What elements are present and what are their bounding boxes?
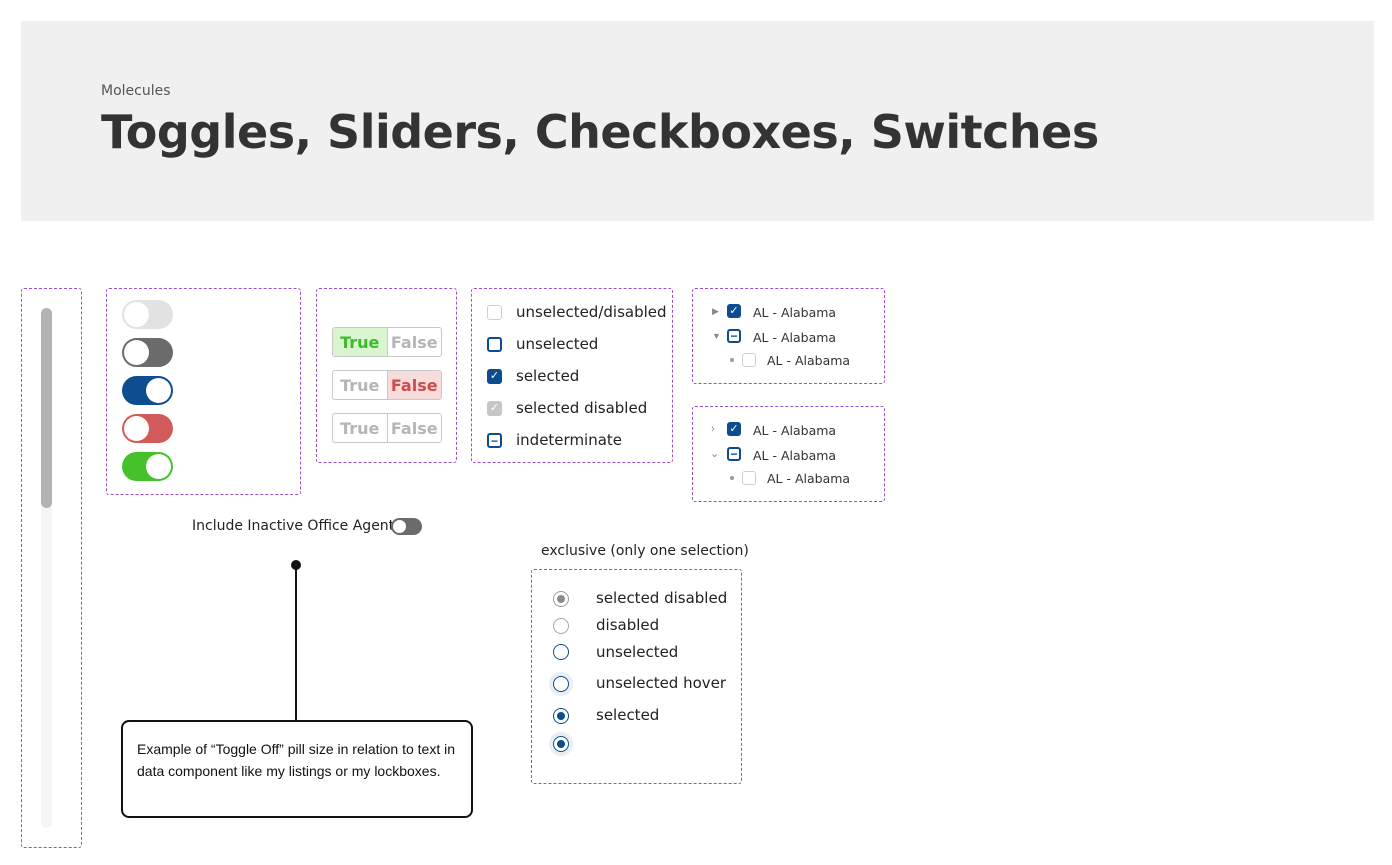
page-header: Molecules Toggles, Sliders, Checkboxes, … [21,21,1374,221]
toggle-knob [146,378,171,403]
inactive-agents-label: Include Inactive Office Agents [192,518,402,534]
page-subtitle: Molecules [101,83,171,99]
radio-panel [531,569,742,784]
radio-label: unselected [596,643,679,661]
tree-item-label: AL - Alabama [767,471,851,486]
false-option[interactable]: False [386,414,442,442]
false-option[interactable]: False [386,328,442,356]
tree-item-label: AL - Alabama [753,423,837,438]
radio-unselected[interactable] [553,644,569,660]
checkbox-selected[interactable]: ✓ [487,369,502,384]
radio-label: disabled [596,616,660,634]
chevron-down-icon[interactable]: ⌄ [710,448,720,460]
true-false-switch-true[interactable]: True False [332,327,442,357]
chevron-right-icon[interactable]: › [711,423,715,435]
tree-checkbox-selected[interactable]: ✓ [727,422,741,436]
radio-selected-disabled[interactable] [553,591,569,607]
check-icon: ✓ [729,422,739,435]
tree-checkbox-indeterminate[interactable]: − [727,329,741,343]
toggle-on[interactable] [122,376,173,405]
radio-disabled[interactable] [553,618,569,634]
true-false-switch-none[interactable]: True False [332,413,442,443]
checkbox-label: indeterminate [516,431,623,449]
checkbox-label: unselected [516,335,599,353]
radio-label: selected disabled [596,589,728,607]
radio-group-heading: exclusive (only one selection) [541,543,749,559]
checkbox-label: selected [516,367,580,385]
toggle-knob [146,454,171,479]
collapse-triangle-icon[interactable]: ▼ [712,331,721,341]
radio-label: selected [596,706,660,724]
tree-item-label: AL - Alabama [753,305,837,320]
tree-checkbox-selected[interactable]: ✓ [727,304,741,318]
toggle-knob [124,302,149,327]
checkbox-indeterminate[interactable]: − [487,433,502,448]
tree-item-label: AL - Alabama [753,448,837,463]
toggle-knob [124,416,149,441]
scrollbar-thumb[interactable] [41,308,52,508]
checkbox-selected-disabled[interactable]: ✓ [487,401,502,416]
checkbox-disabled[interactable] [487,305,502,320]
toggle-off[interactable] [122,338,173,367]
toggle-knob [393,520,406,533]
minus-icon: − [490,433,498,448]
bullet-icon [730,476,734,480]
tree-checkbox-unselected[interactable] [742,353,756,367]
page-title: Toggles, Sliders, Checkboxes, Switches [101,105,1099,159]
toggles-panel [106,288,301,495]
checkbox-label: unselected/disabled [516,303,667,321]
scrollbar-panel [21,288,82,848]
tree-panel-filled-arrows [692,288,885,384]
inactive-agents-toggle[interactable] [391,518,422,535]
checkbox-label: selected disabled [516,399,648,417]
minus-icon: − [730,447,738,461]
toggle-knob [124,340,149,365]
connector-line [295,565,297,721]
true-option[interactable]: True [340,375,380,395]
tree-item-label: AL - Alabama [753,330,837,345]
true-false-panel [316,288,457,463]
toggle-disabled[interactable] [122,300,173,329]
radio-unselected-hover[interactable] [553,676,569,692]
callout-note: Example of “Toggle Off” pill size in rel… [121,720,473,818]
true-false-switch-false[interactable]: True False [332,370,442,400]
tree-checkbox-unselected[interactable] [742,471,756,485]
checkbox-panel [471,288,673,463]
true-option[interactable]: True [333,328,387,356]
minus-icon: − [730,329,738,343]
check-icon: ✓ [489,402,500,414]
tree-item-label: AL - Alabama [767,353,851,368]
expand-triangle-icon[interactable]: ▶ [712,306,719,316]
tree-panel-chevrons [692,406,885,502]
toggle-error[interactable] [122,414,173,443]
tree-checkbox-indeterminate[interactable]: − [727,447,741,461]
toggle-success[interactable] [122,452,173,481]
check-icon: ✓ [489,370,500,382]
callout-text: Example of “Toggle Off” pill size in rel… [137,741,456,779]
scrollbar-track[interactable] [41,308,52,828]
false-option[interactable]: False [386,371,441,399]
radio-label: unselected hover [596,674,727,692]
checkbox-unselected[interactable] [487,337,502,352]
radio-selected-hover[interactable] [553,736,569,752]
bullet-icon [730,358,734,362]
true-option[interactable]: True [340,418,380,438]
check-icon: ✓ [729,304,739,317]
radio-selected[interactable] [553,708,569,724]
